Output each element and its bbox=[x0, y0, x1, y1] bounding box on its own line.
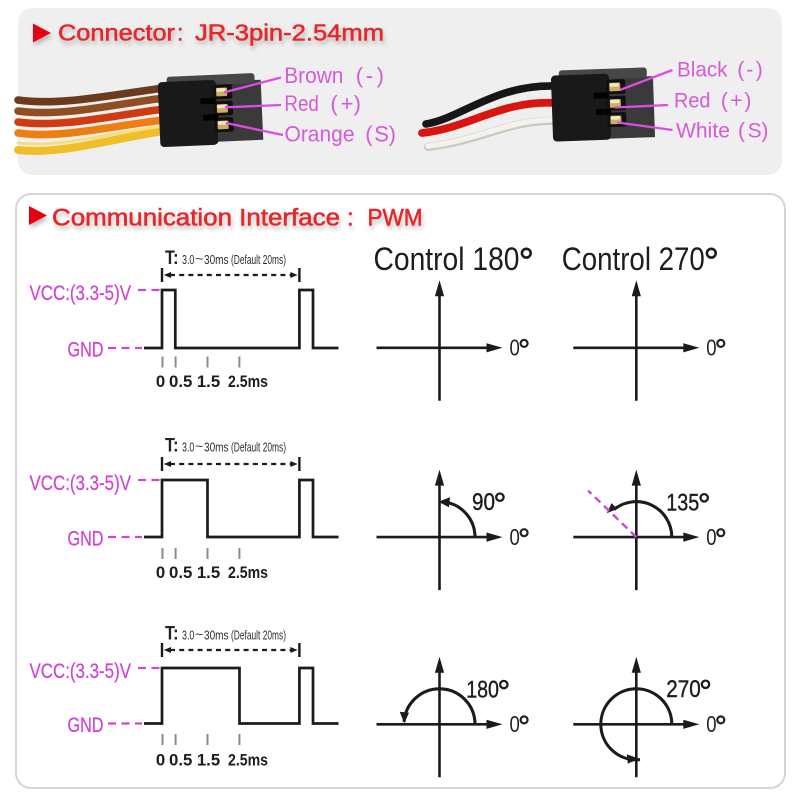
svg-text:270: 270 bbox=[666, 676, 701, 703]
svg-text:2.5ms: 2.5ms bbox=[228, 751, 268, 770]
svg-text:0: 0 bbox=[510, 524, 520, 550]
svg-text:0.5: 0.5 bbox=[169, 751, 192, 770]
svg-text:0: 0 bbox=[706, 335, 716, 361]
svg-text:~: ~ bbox=[195, 627, 204, 642]
svg-text:Connector: Connector bbox=[58, 20, 175, 46]
svg-text:T:: T: bbox=[165, 248, 179, 269]
svg-text:(S): (S) bbox=[738, 120, 768, 143]
svg-text:(Default 20ms): (Default 20ms) bbox=[231, 628, 286, 643]
svg-text:0: 0 bbox=[156, 372, 165, 391]
svg-text:135: 135 bbox=[666, 490, 699, 517]
svg-text:3.0: 3.0 bbox=[182, 252, 194, 267]
svg-text:GND: GND bbox=[68, 713, 104, 737]
svg-text:Orange: Orange bbox=[285, 122, 355, 147]
svg-text:0.5: 0.5 bbox=[169, 563, 192, 582]
svg-text:VCC:(3.3-5)V: VCC:(3.3-5)V bbox=[30, 660, 132, 683]
svg-text:T:: T: bbox=[165, 624, 179, 645]
svg-text:30ms: 30ms bbox=[204, 440, 229, 455]
svg-text:GND: GND bbox=[68, 527, 104, 551]
svg-text:3.0: 3.0 bbox=[182, 440, 194, 455]
svg-text:(-): (-) bbox=[737, 59, 763, 82]
svg-text:0: 0 bbox=[706, 711, 716, 737]
svg-text:Black: Black bbox=[677, 59, 728, 82]
svg-text:~: ~ bbox=[195, 251, 204, 266]
svg-text:White: White bbox=[676, 120, 730, 143]
svg-text:(S): (S) bbox=[365, 122, 396, 147]
svg-text:VCC:(3.3-5)V: VCC:(3.3-5)V bbox=[30, 282, 132, 305]
svg-text:(Default 20ms): (Default 20ms) bbox=[231, 440, 286, 455]
svg-text:0: 0 bbox=[706, 524, 716, 550]
svg-text:PWM: PWM bbox=[368, 205, 423, 232]
svg-text:VCC:(3.3-5)V: VCC:(3.3-5)V bbox=[30, 472, 132, 495]
svg-text:Communication Interface: Communication Interface bbox=[52, 205, 340, 232]
svg-text::: : bbox=[347, 205, 354, 232]
svg-text:(Default 20ms): (Default 20ms) bbox=[231, 252, 286, 267]
svg-text:1.5: 1.5 bbox=[197, 751, 220, 770]
svg-text:0: 0 bbox=[510, 335, 520, 361]
svg-text:3.0: 3.0 bbox=[182, 628, 194, 643]
svg-text:GND: GND bbox=[68, 338, 104, 362]
svg-text:Control 180: Control 180 bbox=[374, 241, 520, 277]
svg-text:Red: Red bbox=[284, 91, 319, 116]
svg-text:(+): (+) bbox=[721, 90, 752, 113]
svg-text:Control 270: Control 270 bbox=[562, 241, 705, 277]
svg-text:(+): (+) bbox=[330, 91, 361, 116]
svg-text:~: ~ bbox=[195, 439, 204, 454]
svg-text:(-): (-) bbox=[356, 63, 384, 88]
svg-text:Brown: Brown bbox=[284, 63, 343, 88]
svg-text:180: 180 bbox=[466, 677, 499, 704]
svg-text:1.5: 1.5 bbox=[197, 372, 220, 391]
svg-text:0: 0 bbox=[156, 751, 165, 770]
svg-text:2.5ms: 2.5ms bbox=[228, 563, 268, 582]
svg-text:0: 0 bbox=[510, 711, 520, 737]
svg-text:JR-3pin-2.54mm: JR-3pin-2.54mm bbox=[195, 20, 384, 46]
svg-text:90: 90 bbox=[472, 489, 495, 516]
svg-text:0.5: 0.5 bbox=[169, 372, 192, 391]
svg-text:Red: Red bbox=[674, 90, 711, 113]
svg-text:30ms: 30ms bbox=[204, 628, 229, 643]
svg-text::: : bbox=[177, 20, 183, 46]
svg-text:T:: T: bbox=[165, 436, 179, 457]
svg-text:1.5: 1.5 bbox=[197, 563, 220, 582]
svg-text:0: 0 bbox=[156, 563, 165, 582]
svg-text:2.5ms: 2.5ms bbox=[228, 372, 268, 391]
svg-text:30ms: 30ms bbox=[204, 252, 229, 267]
